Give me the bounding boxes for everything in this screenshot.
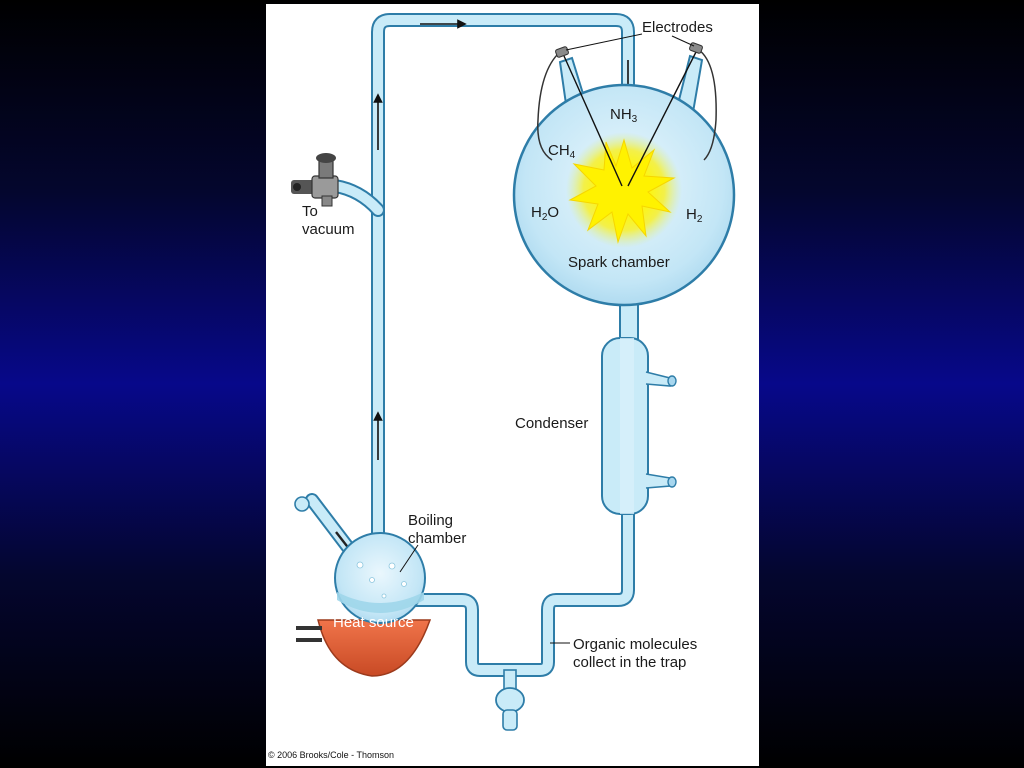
glass-tubing bbox=[328, 13, 635, 677]
electrodes-label: Electrodes bbox=[642, 19, 713, 36]
vacuum-stopcock-icon bbox=[291, 153, 339, 207]
nh3-label: NH3 bbox=[610, 106, 638, 125]
heat-source-bowl bbox=[317, 619, 432, 677]
condenser bbox=[601, 337, 677, 515]
leader-lines bbox=[399, 544, 570, 644]
spark-chamber-flask bbox=[512, 54, 736, 346]
boiling-chamber-label: Boiling chamber bbox=[408, 512, 467, 547]
boiling-chamber bbox=[294, 493, 432, 677]
condenser-label: Condenser bbox=[515, 415, 589, 432]
copyright-notice: © 2006 Brooks/Cole - Thomson bbox=[268, 750, 395, 760]
trap bbox=[495, 669, 525, 731]
h2o-label: H2O bbox=[531, 204, 560, 223]
ch4-label: CH4 bbox=[548, 142, 576, 161]
to-vacuum-label: To vacuum bbox=[302, 203, 355, 238]
spark-chamber-label: Spark chamber bbox=[568, 254, 670, 271]
electrodes bbox=[537, 33, 717, 187]
organic-molecules-label: Organic molecules collect in the trap bbox=[573, 636, 698, 671]
spark-burst-icon bbox=[568, 138, 676, 244]
h2-label: H2 bbox=[686, 206, 703, 225]
heat-source-label: Heat source bbox=[333, 614, 414, 631]
